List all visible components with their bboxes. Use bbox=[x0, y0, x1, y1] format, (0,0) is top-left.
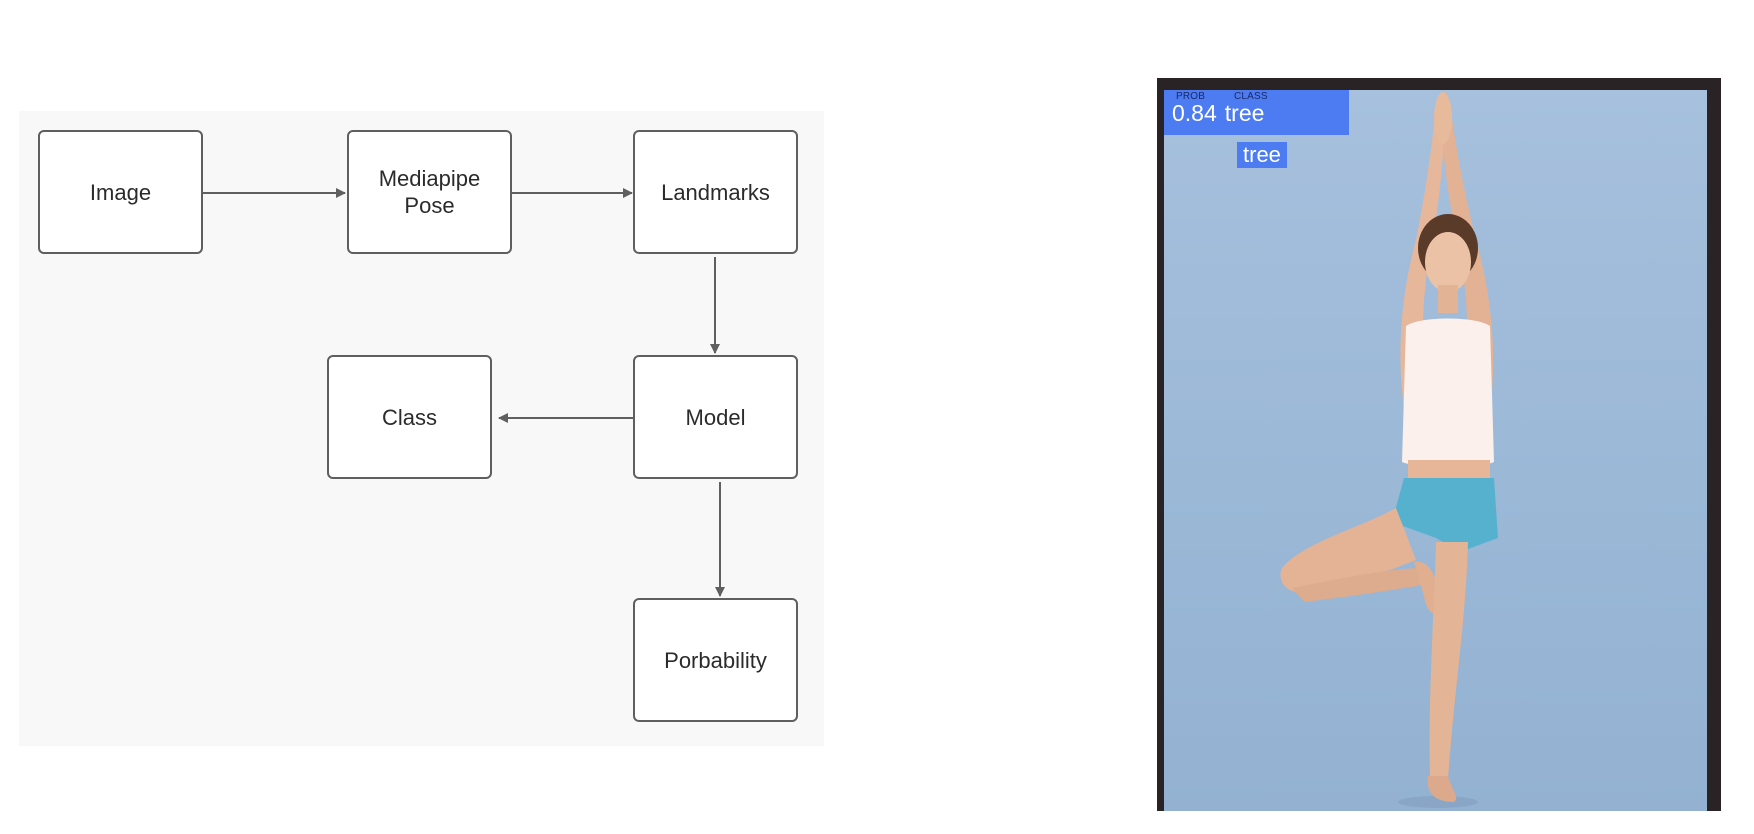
node-model: Model bbox=[633, 355, 798, 479]
prob-value: 0.84 bbox=[1172, 100, 1217, 126]
flowchart-connectors bbox=[202, 188, 725, 597]
node-class: Class bbox=[327, 355, 492, 479]
yoga-figure-illustration bbox=[1280, 92, 1498, 808]
node-probability: Porbability bbox=[633, 598, 798, 722]
flowchart-panel: Image Mediapipe Pose Landmarks Class Mod… bbox=[19, 111, 824, 746]
node-image: Image bbox=[38, 130, 203, 254]
node-landmarks: Landmarks bbox=[633, 130, 798, 254]
prediction-value-row: 0.84 tree bbox=[1172, 100, 1264, 127]
prob-header: PROB bbox=[1176, 91, 1206, 102]
class-header: CLASS bbox=[1234, 91, 1268, 102]
yoga-photo bbox=[1164, 90, 1707, 811]
class-value: tree bbox=[1224, 100, 1265, 126]
node-mediapipe-pose: Mediapipe Pose bbox=[347, 130, 512, 254]
prediction-banner: PROB CLASS 0.84 tree bbox=[1164, 90, 1349, 135]
detection-label: tree bbox=[1237, 142, 1287, 168]
